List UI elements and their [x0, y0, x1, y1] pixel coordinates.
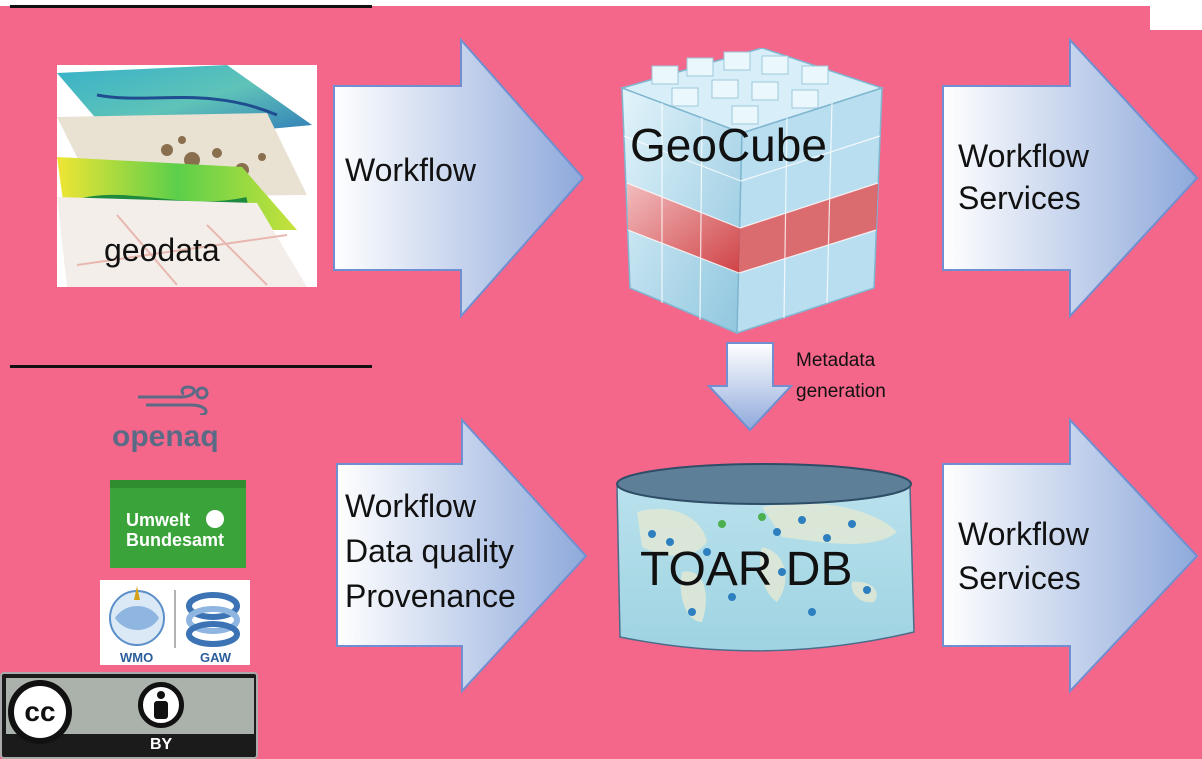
river-line [96, 93, 278, 117]
corner-blank [1150, 0, 1202, 30]
gaw-label: GAW [200, 650, 232, 665]
workflow-bottom-label-line2: Data quality [345, 533, 514, 569]
attribution-icon [138, 682, 184, 728]
wmo-gaw-logo: WMO GAW [100, 580, 250, 665]
uba-logo-text-line2: Bundesamt [126, 530, 225, 550]
top-divider [10, 5, 372, 8]
cc-by-badge: cc BY [0, 672, 258, 759]
wmo-gaw-emblems [109, 586, 240, 648]
by-label: BY [150, 736, 173, 753]
workflow-bottom-label-line3: Provenance [345, 578, 516, 614]
openaq-logo: openaq [112, 420, 219, 453]
uba-logo: Umwelt Bundesamt [110, 480, 246, 568]
middle-divider [10, 365, 372, 368]
services-top-label-line2: Services [958, 180, 1081, 216]
geocube-image [619, 48, 885, 335]
metadata-label-line2: generation [796, 381, 886, 402]
services-top-arrow [942, 38, 1199, 318]
services-top-label-line1: Workflow [958, 138, 1089, 174]
metadata-down-arrow [707, 342, 793, 432]
workflow-top-arrow [333, 38, 585, 318]
uba-tree-icon [206, 510, 224, 528]
workflow-bottom-label-line1: Workflow [345, 488, 476, 524]
metadata-label-line1: Metadata [796, 350, 876, 371]
uba-logo-text-line1: Umwelt [126, 510, 191, 530]
cc-icon-text: cc [24, 696, 56, 727]
top-margin [0, 0, 1202, 6]
wmo-label: WMO [120, 650, 154, 665]
geodata-panel [57, 65, 317, 287]
geocube-label: GeoCube [630, 119, 827, 171]
layer-roads [57, 197, 307, 287]
road-lines [76, 214, 288, 286]
workflow-top-label: Workflow [345, 152, 476, 188]
toar-db-label: TOAR DB [640, 543, 853, 596]
services-bottom-label-line2: Services [958, 560, 1081, 596]
workflow-bottom-arrow [336, 418, 588, 693]
services-bottom-arrow [942, 418, 1199, 693]
openaq-wind-icon [138, 385, 209, 415]
cc-icon: cc [8, 680, 72, 744]
toar-db-cylinder [616, 463, 915, 652]
geodata-layers-image [57, 65, 312, 287]
geodata-label: geodata [104, 232, 220, 268]
services-bottom-label-line1: Workflow [958, 516, 1089, 552]
